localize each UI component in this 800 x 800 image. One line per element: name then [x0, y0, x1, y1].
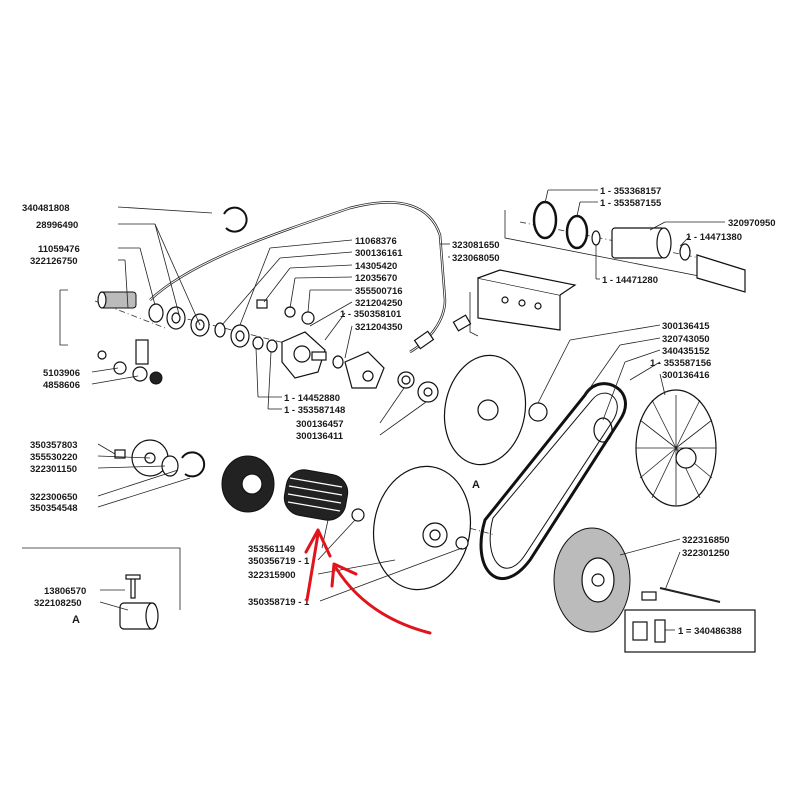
label-321204250: 321204250 — [355, 298, 403, 309]
label-14471380: 1 - 14471380 — [686, 232, 742, 243]
label-322316850: 322316850 — [682, 535, 730, 546]
label-5103906: 5103906 — [43, 368, 80, 379]
label-350356719: 350356719 - 1 — [248, 556, 310, 567]
label-320970950: 320970950 — [728, 218, 776, 229]
red-arrow-curve-head — [330, 562, 358, 588]
red-arrow-curve — [334, 566, 432, 635]
label-350358719: 350358719 - 1 — [248, 597, 310, 608]
label-4858606: 4858606 — [43, 380, 80, 391]
label-14471280: 1 - 14471280 — [602, 275, 658, 286]
label-300136161: 300136161 — [355, 248, 403, 259]
label-11068376: 11068376 — [355, 236, 397, 247]
label-14305420: 14305420 — [355, 261, 397, 272]
label-350358101: 1 - 350358101 — [340, 309, 402, 320]
left-hub-parts — [97, 206, 439, 403]
label-321204350: 321204350 — [355, 322, 403, 333]
label-353587155: 1 - 353587155 — [600, 198, 662, 209]
label-a-pulley: A — [472, 479, 480, 491]
red-arrow-annotations — [304, 528, 432, 635]
label-322301150: 322301150 — [30, 464, 77, 475]
label-340486388: 1 = 340486388 — [678, 626, 742, 637]
label-353368157: 1 - 353368157 — [600, 186, 661, 197]
label-350354548: 350354548 — [30, 503, 78, 514]
label-353587156: 1 - 353587156 — [650, 358, 711, 369]
pulleys-belt — [351, 354, 721, 633]
label-a-detail: A — [72, 614, 80, 626]
label-320743050: 320743050 — [662, 334, 710, 345]
label-353587148: 1 - 353587148 — [284, 405, 345, 416]
label-12035670: 12035670 — [355, 273, 397, 284]
label-340435152: 340435152 — [662, 346, 710, 357]
label-323081650: 323081650 — [452, 240, 500, 251]
hydraulic-hose — [149, 201, 472, 354]
label-355500716: 355500716 — [355, 286, 403, 297]
label-28996490: 28996490 — [36, 220, 78, 231]
label-11059476: 11059476 — [38, 244, 80, 255]
label-300136416: 300136416 — [662, 370, 710, 381]
label-322301250: 322301250 — [682, 548, 730, 559]
top-right-cylinder — [477, 200, 746, 331]
label-350357803: 350357803 — [30, 440, 78, 451]
clutch-spring — [114, 439, 756, 653]
label-300136457: 300136457 — [296, 419, 344, 430]
label-300136411: 300136411 — [296, 431, 344, 442]
label-322315900: 322315900 — [248, 570, 296, 581]
label-14452880: 1 - 14452880 — [284, 393, 340, 404]
label-322108250: 322108250 — [34, 598, 82, 609]
label-353561149: 353561149 — [248, 544, 295, 555]
label-300136415: 300136415 — [662, 321, 710, 332]
red-arrow-left — [305, 532, 320, 602]
label-340481808: 340481808 — [22, 203, 70, 214]
label-355530220: 355530220 — [30, 452, 78, 463]
label-322126750: 322126750 — [30, 256, 78, 267]
label-322300650: 322300650 — [30, 492, 78, 503]
part-labels: 340481808 28996490 11059476 322126750 51… — [22, 186, 776, 637]
label-13806570: 13806570 — [44, 586, 86, 597]
leader-lines — [91, 189, 725, 631]
red-arrow-left-head — [304, 528, 332, 558]
label-323068050: 323068050 — [452, 253, 500, 264]
spring-coils — [283, 469, 349, 521]
